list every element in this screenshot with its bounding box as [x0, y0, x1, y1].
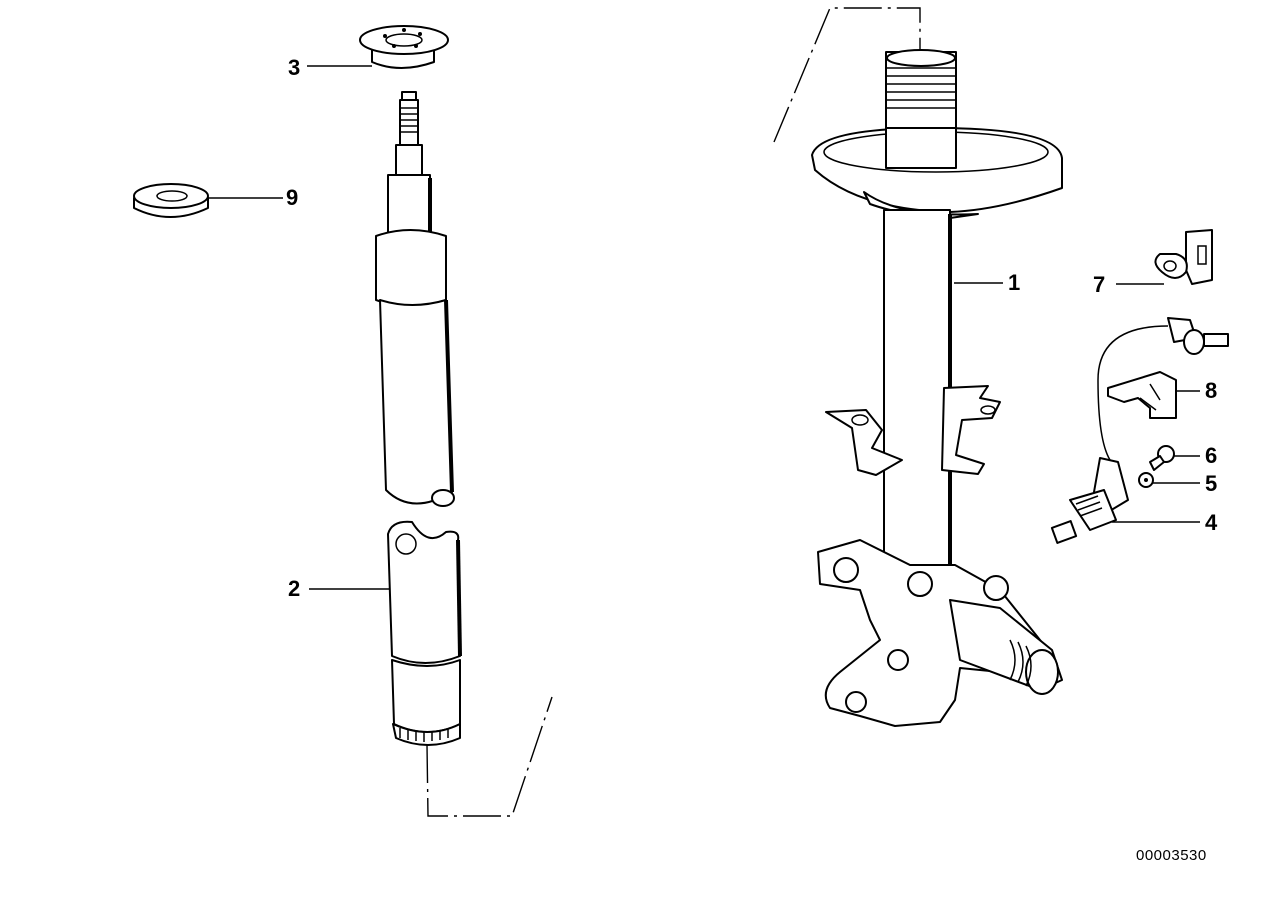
part-2-protective-tube[interactable]: [387, 520, 462, 746]
catalog-number: 00003530: [1136, 847, 1207, 864]
callout-label-6[interactable]: 6: [1205, 443, 1218, 468]
callout-label-5[interactable]: 5: [1205, 471, 1218, 496]
part-3-support-plate[interactable]: [359, 25, 449, 69]
callout-label-4[interactable]: 4: [1205, 510, 1218, 535]
callout-label-7[interactable]: 7: [1093, 272, 1106, 297]
shock-absorber[interactable]: [375, 91, 455, 507]
part-4-speed-sensor[interactable]: [1050, 317, 1229, 544]
callout-label-2[interactable]: 2: [288, 576, 301, 601]
callout-label-3[interactable]: 3: [288, 55, 301, 80]
callout-label-1[interactable]: 1: [1008, 270, 1021, 295]
callout-label-9[interactable]: 9: [286, 185, 299, 210]
part-9-rubber-ring[interactable]: [133, 183, 209, 218]
part-1-strut-housing[interactable]: [773, 7, 1063, 727]
part-7-cable-clip[interactable]: [1154, 229, 1213, 285]
callout-label-8[interactable]: 8: [1205, 378, 1218, 403]
part-8-bracket-clip[interactable]: [1107, 371, 1177, 419]
part-5-washer[interactable]: [1138, 472, 1154, 488]
part-6-screw[interactable]: [1149, 445, 1175, 471]
